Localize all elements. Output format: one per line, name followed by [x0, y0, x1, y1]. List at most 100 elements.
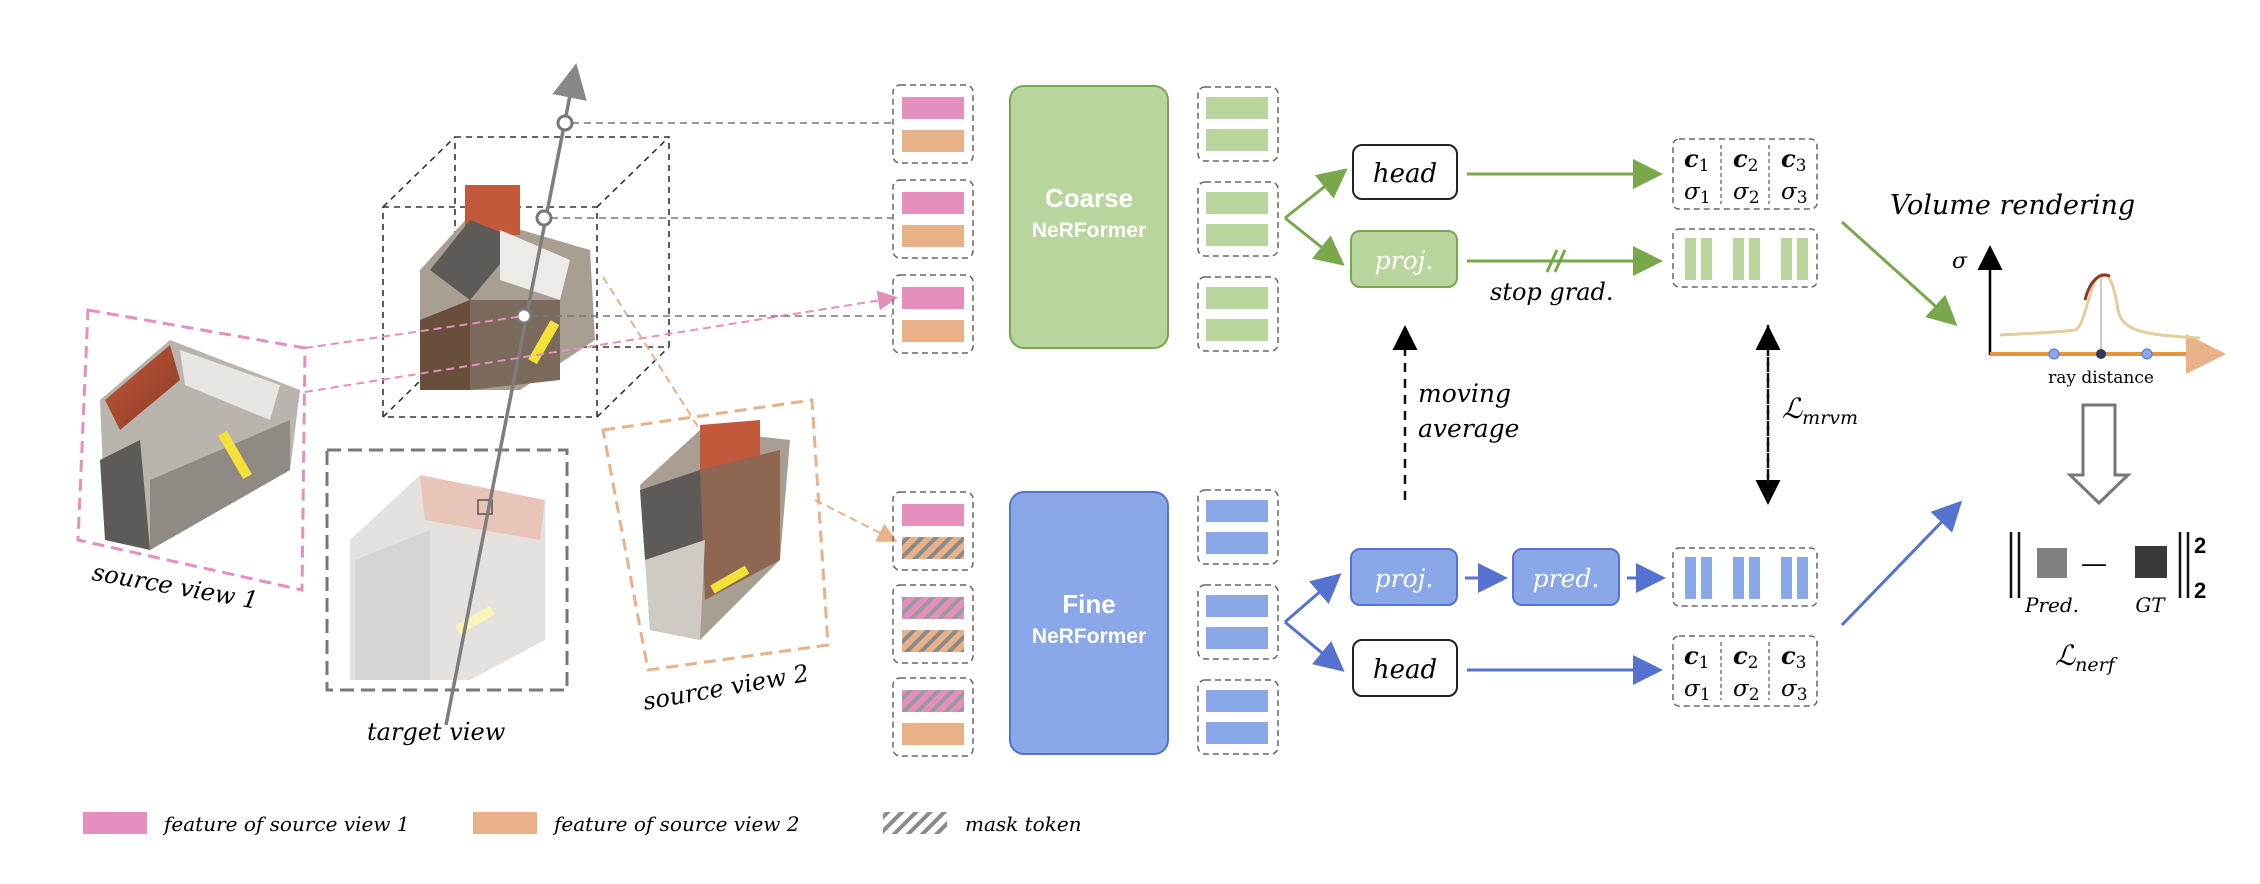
- sample-point-1: [556, 114, 574, 132]
- sample-point-2: [535, 209, 553, 227]
- s3-bottom-sub: 3: [1797, 685, 1808, 705]
- legend-item-1: feature of source view 1: [162, 812, 410, 836]
- nerf-sub: 2: [2194, 578, 2206, 603]
- gt-square: [2135, 546, 2167, 578]
- moving-label-1: moving: [1418, 379, 1511, 408]
- svg-text:c1: c1: [1684, 144, 1709, 176]
- pred-features: [1672, 547, 1818, 607]
- volume-y-axis: σ: [1952, 249, 1968, 274]
- fine-nerformer: Fine NeRFormer: [1009, 491, 1169, 755]
- svg-text:c1: c1: [1684, 641, 1709, 673]
- volume-x-axis: ray distance: [2048, 368, 2154, 388]
- svg-text:σ3: σ3: [1781, 179, 1808, 208]
- svg-text:c3: c3: [1781, 641, 1806, 673]
- pred-label: pred.: [1533, 564, 1600, 593]
- proj-line-orange-1: [602, 276, 701, 431]
- c3-bottom-sub: 3: [1796, 653, 1807, 673]
- arrow-to-volume-top: [1840, 220, 1958, 327]
- output-bottom: c1 c2 c3 σ1 σ2 σ3: [1672, 635, 1818, 707]
- head-bottom-label: head: [1373, 655, 1437, 685]
- head-top-box: [1352, 144, 1458, 200]
- legend-item-2: feature of source view 2: [552, 812, 800, 836]
- nerf-sup: 2: [2194, 533, 2206, 558]
- proj-top-features: [1672, 228, 1818, 288]
- source-view-1-frame: [76, 308, 307, 592]
- gt-caption: GT: [2135, 593, 2166, 617]
- density-curve: [1999, 272, 2201, 340]
- sample-to-token-lines: [531, 122, 892, 317]
- stop-grad-label: stop grad.: [1490, 278, 1614, 306]
- c1-top-sub: 1: [1699, 156, 1710, 176]
- svg-text:σ1: σ1: [1684, 676, 1711, 705]
- head-bottom-box: [1352, 639, 1458, 697]
- volume-title: Volume rendering: [1890, 190, 2135, 221]
- sample-dot-2: [2096, 349, 2106, 359]
- fine-label-2: NeRFormer: [1032, 625, 1146, 648]
- svg-text:ℒnerf: ℒnerf: [2055, 639, 2118, 676]
- c2-top: c: [1733, 144, 1748, 173]
- nerf-minus: —: [2081, 549, 2107, 579]
- svg-text:σ3: σ3: [1781, 676, 1808, 705]
- mrvm-sub: mrvm: [1802, 407, 1858, 429]
- fine-label-1: Fine: [1062, 589, 1115, 619]
- target-pixel: [477, 499, 493, 515]
- legend-item-3: mask token: [965, 812, 1082, 836]
- hollow-down-arrow-icon: [2066, 403, 2132, 506]
- top-branch: head proj. stop grad.: [1284, 144, 1663, 306]
- c3-top: c: [1781, 144, 1796, 173]
- coarse-label-2: NeRFormer: [1032, 219, 1146, 242]
- proj-line-orange-2: [814, 499, 898, 542]
- source-view-1-label: source view 1: [90, 558, 260, 615]
- building-image-icon: [640, 420, 790, 640]
- legend-swatch-orange: [473, 812, 537, 834]
- c2-bottom-sub: 2: [1748, 653, 1759, 673]
- s2-top: σ: [1733, 179, 1750, 205]
- target-view-frame: [325, 448, 569, 692]
- ray: [444, 63, 587, 726]
- coarse-nerformer: Coarse NeRFormer: [1009, 85, 1169, 349]
- s1-bottom: σ: [1684, 676, 1701, 702]
- head-top-label: head: [1373, 159, 1437, 189]
- svg-text:ℒmrvm: ℒmrvm: [1782, 392, 1858, 429]
- proj-bottom-label: proj.: [1375, 564, 1434, 593]
- building-image-icon: [350, 475, 545, 680]
- svg-text:c2: c2: [1733, 641, 1758, 673]
- s1-top-sub: 1: [1700, 188, 1711, 208]
- s1-top: σ: [1684, 179, 1701, 205]
- s3-bottom: σ: [1781, 676, 1798, 702]
- target-view-label: target view: [367, 718, 506, 746]
- proj-line-pink-2: [304, 290, 898, 393]
- nerf-loss: — 2 2 Pred. GT ℒnerf: [2009, 532, 2206, 676]
- proj-top-box: [1350, 230, 1458, 288]
- svg-text:σ1: σ1: [1684, 179, 1711, 208]
- pred-caption: Pred.: [2024, 593, 2079, 617]
- coarse-input-tokens: [892, 84, 974, 354]
- building-image-icon: [420, 185, 595, 390]
- proj-bottom-box: [1350, 548, 1458, 606]
- s3-top-sub: 3: [1797, 188, 1808, 208]
- c3-bottom: c: [1781, 641, 1796, 670]
- volume-rendering: Volume rendering σ ray distance: [1890, 190, 2226, 388]
- output-top: c1 c2 c3 σ1 σ2 σ3: [1672, 138, 1818, 210]
- moving-average: moving average: [1392, 325, 1519, 500]
- proj-top-label: proj.: [1375, 246, 1434, 275]
- c1-bottom: c: [1684, 641, 1699, 670]
- scene-area: source view 1 target view: [76, 63, 898, 746]
- proj-line-pink-1: [304, 315, 525, 349]
- coarse-label-1: Coarse: [1045, 183, 1133, 213]
- s2-bottom: σ: [1733, 676, 1750, 702]
- coarse-output-tokens: [1197, 86, 1279, 352]
- sample-dot-1: [2048, 348, 2060, 360]
- svg-text:c2: c2: [1733, 144, 1758, 176]
- pred-box: [1512, 548, 1620, 606]
- s2-top-sub: 2: [1749, 188, 1760, 208]
- c3-top-sub: 3: [1796, 156, 1807, 176]
- svg-text:σ2: σ2: [1733, 676, 1760, 705]
- fine-output-tokens: [1197, 489, 1279, 755]
- hatch-mask-icon: [883, 812, 947, 834]
- arrow-to-volume-bottom: [1840, 500, 1963, 627]
- s3-top: σ: [1781, 179, 1798, 205]
- building-image-icon: [100, 340, 300, 550]
- nerf-L-sub: nerf: [2075, 654, 2118, 676]
- c2-bottom: c: [1733, 641, 1748, 670]
